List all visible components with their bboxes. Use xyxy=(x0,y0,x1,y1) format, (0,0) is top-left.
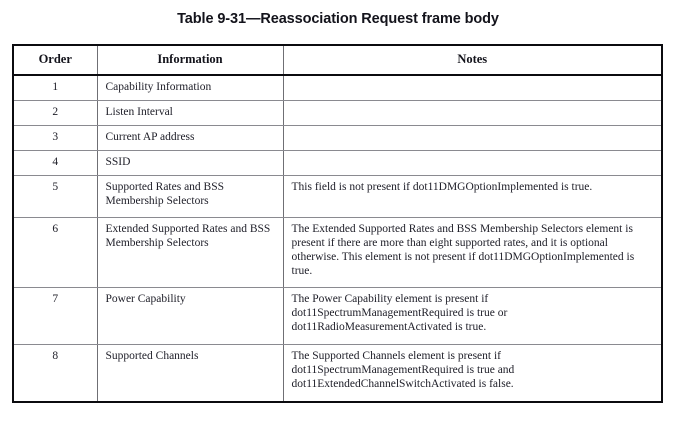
cell-information: Listen Interval xyxy=(97,100,284,126)
cell-notes xyxy=(283,100,661,126)
table-row: 1 Capability Information xyxy=(14,75,661,101)
column-header-order: Order xyxy=(14,46,98,76)
table-row: 5 Supported Rates and BSS Membership Sel… xyxy=(14,175,661,218)
cell-order: 1 xyxy=(14,75,98,101)
cell-notes: The Extended Supported Rates and BSS Mem… xyxy=(283,217,661,288)
cell-notes: The Supported Channels element is presen… xyxy=(291,349,515,390)
cell-order: 7 xyxy=(14,287,98,345)
cell-information: Extended Supported Rates and BSS Members… xyxy=(97,217,284,288)
cell-information: Capability Information xyxy=(97,75,284,101)
reassociation-request-frame-body-table: Order Information Notes 1 Capability Inf… xyxy=(12,44,663,403)
cell-notes xyxy=(283,150,661,176)
cell-information: Power Capability xyxy=(97,287,284,345)
cell-information: Supported Rates and BSS Membership Selec… xyxy=(97,175,284,218)
cell-information: SSID xyxy=(97,150,284,176)
frame-body-table: Order Information Notes 1 Capability Inf… xyxy=(14,46,661,401)
cell-notes xyxy=(283,125,661,151)
table-row: 7 Power Capability The Power Capability … xyxy=(14,287,661,345)
table-header: Order Information Notes xyxy=(14,46,661,76)
cell-information: Current AP address xyxy=(97,125,284,151)
table-caption: Table 9-31—Reassociation Request frame b… xyxy=(177,11,499,27)
cell-information: Supported Channels xyxy=(97,344,284,401)
table-row: 4 SSID xyxy=(14,150,661,176)
table-body: 1 Capability Information 2 Listen Interv… xyxy=(14,75,661,401)
cell-order: 8 xyxy=(14,344,98,401)
column-header-notes: Notes xyxy=(283,46,661,76)
table-row: 6 Extended Supported Rates and BSS Membe… xyxy=(14,217,661,288)
cell-order: 4 xyxy=(14,150,98,176)
table-row: 8 Supported Channels The Supported Chann… xyxy=(14,344,661,401)
column-header-information: Information xyxy=(97,46,284,76)
header-row: Order Information Notes xyxy=(14,46,661,76)
cell-order: 3 xyxy=(14,125,98,151)
table-row: 3 Current AP address xyxy=(14,125,661,151)
cell-notes xyxy=(283,75,661,101)
cell-order: 5 xyxy=(14,175,98,218)
cell-order: 2 xyxy=(14,100,98,126)
table-row: 2 Listen Interval xyxy=(14,100,661,126)
cell-order: 6 xyxy=(14,217,98,288)
cell-notes: This field is not present if dot11DMGOpt… xyxy=(283,175,661,218)
cell-notes: The Power Capability element is present … xyxy=(283,287,661,345)
